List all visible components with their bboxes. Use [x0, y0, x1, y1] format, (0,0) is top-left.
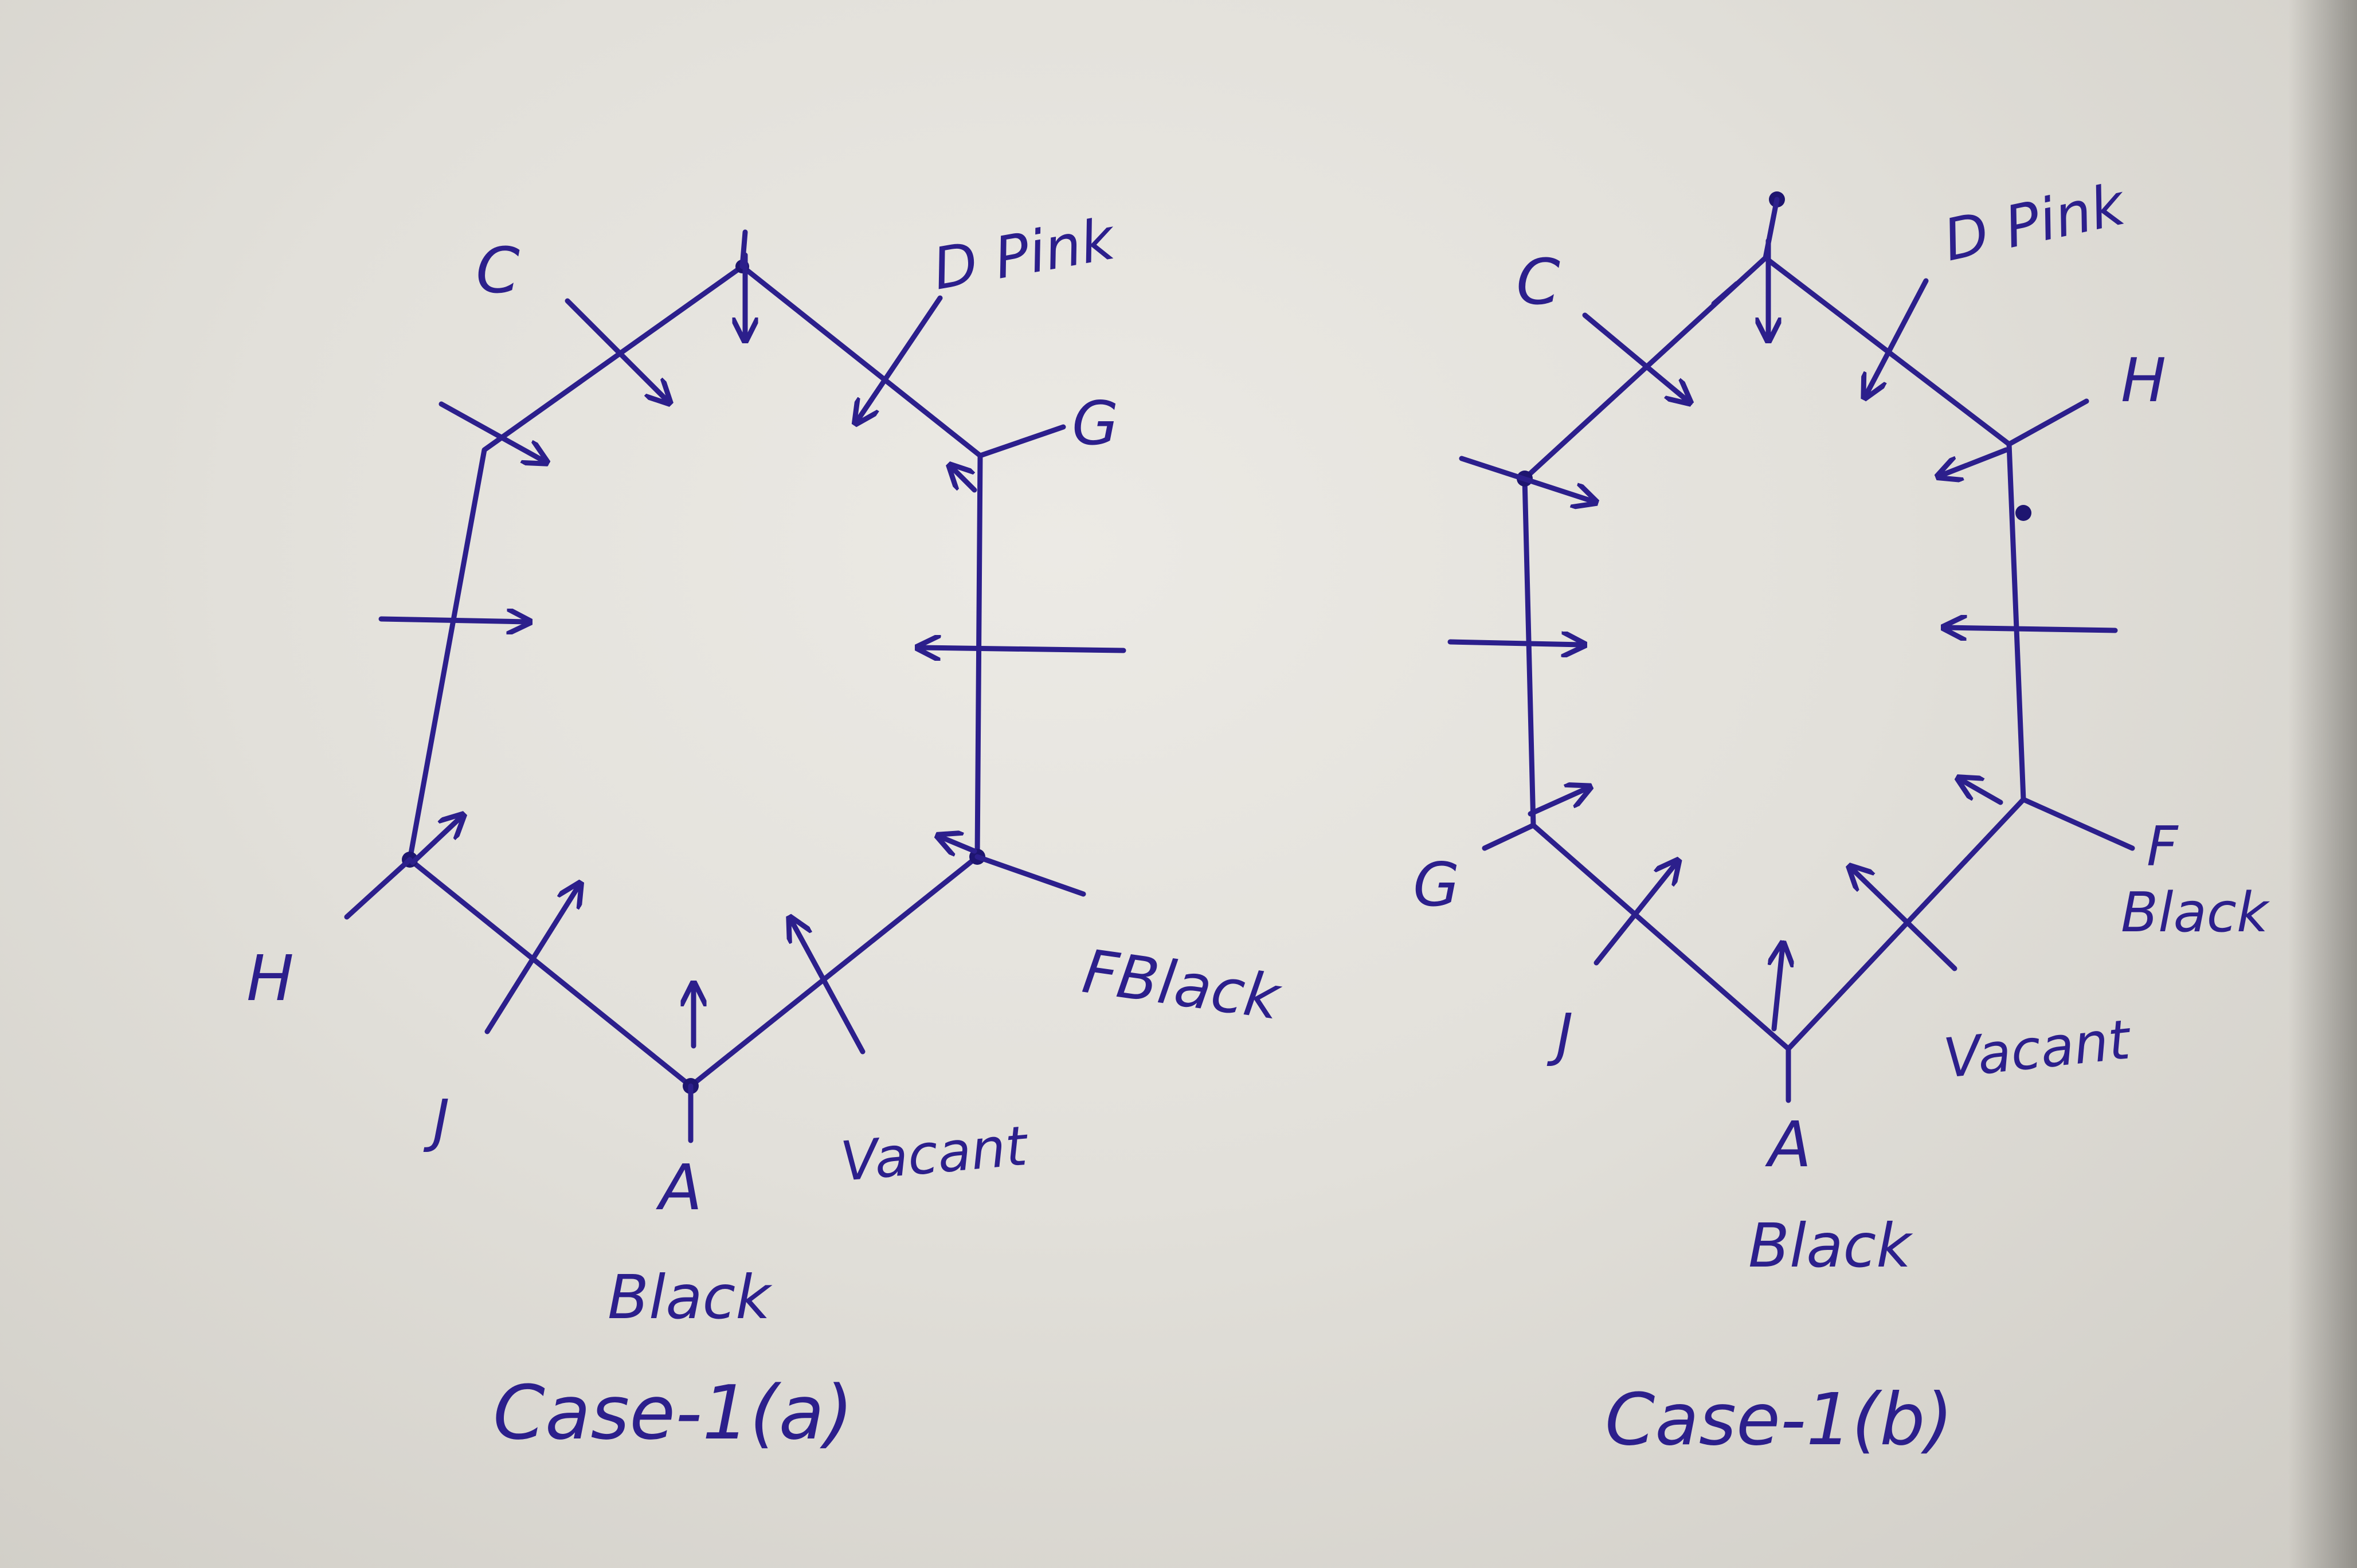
bond-h-1a [344, 857, 413, 920]
ring-outline-1a [407, 264, 983, 1089]
label-c-1b: C [1516, 245, 1560, 319]
label-vacant-1b: Vacant [1941, 1008, 2135, 1091]
label-a-color-1a: Black [608, 1263, 773, 1332]
caption-case-1b: Case-1(b) [1605, 1378, 1953, 1461]
bond-f-1a [974, 854, 1086, 897]
label-g-1b: G [1413, 850, 1459, 920]
label-d-pink-1a: D Pink [928, 205, 1122, 303]
label-a-color-1b: Black [1748, 1211, 1913, 1281]
label-a-1a: A [656, 1151, 702, 1224]
page-edge-shadow [2288, 0, 2357, 1568]
label-j-1b: J [1546, 1001, 1573, 1068]
label-h-1a: H [246, 942, 294, 1015]
diagram-case-1a: C D Pink G H J A Black Vacant FBlack Cas… [246, 205, 1286, 1456]
label-c-1a: C [476, 234, 520, 307]
caption-case-1a: Case-1(a) [493, 1369, 853, 1456]
bond-g-1a [977, 424, 1066, 458]
label-g-1a: G [1072, 389, 1118, 458]
bond-g-1b [1482, 822, 1536, 851]
electron-arrows-1b [1447, 238, 2118, 1032]
label-f-1b: F [2147, 816, 2179, 879]
label-f-black-1a: FBlack [1079, 936, 1286, 1033]
label-vacant-1a: Vacant [838, 1115, 1031, 1194]
label-f-color-1b: Black [2121, 881, 2270, 944]
bond-f-1b [2021, 797, 2135, 851]
electron-arrows-1a [378, 252, 1126, 1055]
label-d-pink-1b: D Pink [1938, 170, 2133, 274]
label-h-1b: H [2121, 346, 2166, 415]
ring-outline-1b [1522, 255, 2026, 1052]
label-j-1a: J [423, 1087, 450, 1154]
bond-h-1b [2006, 398, 2089, 447]
bond-thick-1b [1711, 281, 1740, 307]
vertex-right-1b [2015, 505, 2031, 521]
label-a-1b: A [1765, 1108, 1811, 1181]
diagram-case-1b: C D Pink H F Black G J Vacant A Black Ca… [1413, 170, 2270, 1461]
